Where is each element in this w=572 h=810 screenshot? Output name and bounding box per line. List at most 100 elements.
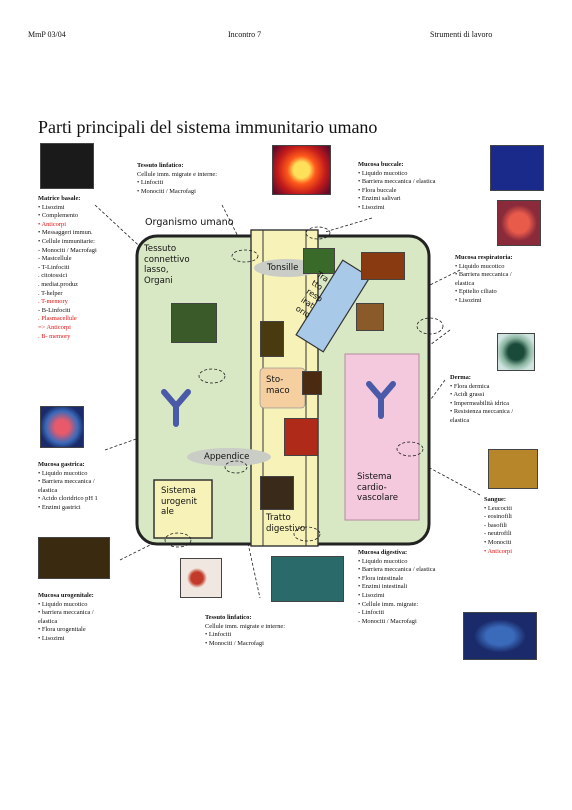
body-micrograph-3: [303, 248, 335, 274]
blood-micrograph: [488, 449, 538, 489]
block-item: • Enzimi intestinali: [358, 583, 408, 591]
tessuto-linfatico-bottom-block: Tessuto linfatico:Cellule imm. migrate e…: [205, 614, 285, 648]
block-item: • Lisozimi: [358, 203, 385, 211]
block-title: Matrice basale:: [38, 195, 81, 202]
block-item: - Mastcellule: [38, 255, 72, 263]
block-item: . B- memory: [38, 332, 71, 340]
block-item: • Complemento: [38, 212, 79, 220]
block-title: Mucosa buccale:: [358, 161, 404, 168]
block-item: • Acidi grassi: [450, 391, 485, 399]
body-micrograph-5: [356, 303, 384, 331]
block-item: • Monociti: [484, 538, 512, 546]
block-item: - Monociti / Macrofagi: [358, 617, 417, 625]
block-item: • Liquido mucotico: [38, 469, 88, 477]
block-item: • Flora intestinale: [358, 574, 404, 582]
stomaco-label: Sto-maco: [266, 375, 290, 396]
block-item: • Cellule immunitarie:: [38, 237, 95, 245]
body-micrograph-6: [302, 371, 322, 395]
block-item: • Lisozimi: [38, 634, 65, 642]
matrice-basale-block: Matrice basale:• Lisozimi• Complemento• …: [38, 195, 97, 341]
block-item: - B-Linfociti: [38, 306, 71, 314]
block-item: • Barriera meccanica / elastica: [358, 566, 436, 574]
lymph-tissue-micrograph: [272, 145, 331, 195]
block-item: • Enzimi gastrici: [38, 503, 81, 511]
block-item: • Liquido mucotico: [38, 600, 88, 608]
urogenital-micrograph: [38, 537, 110, 579]
block-item: • Liquido mucotico: [358, 169, 408, 177]
mucosa-digestiva-block: Mucosa digestiva:• Liquido mucotico• Bar…: [358, 549, 435, 626]
block-item: • Monociti / Macrofagi: [137, 187, 196, 195]
block-item: • Flora urogenitale: [38, 626, 86, 634]
block-item: . Plasmacellule: [38, 315, 77, 323]
block-item: • Anticorpi: [38, 220, 66, 228]
block-item: • Lisozimi: [38, 203, 65, 211]
block-item: • Flora dermica: [450, 382, 490, 390]
block-title: Mucosa digestiva:: [358, 549, 408, 556]
block-item: - basofili: [484, 521, 507, 529]
mucosa-respiratoria-block: Mucosa respiratoria:• Liquido mucotico• …: [455, 254, 513, 306]
block-title: Mucosa urogenitale:: [38, 592, 94, 599]
block-item: • Impermeabilità idrica: [450, 399, 510, 407]
respiratory-micrograph: [497, 200, 541, 246]
block-title: Derma:: [450, 374, 471, 381]
appendice-label: Appendice: [204, 452, 250, 462]
block-item: . mediat.produz: [38, 280, 78, 288]
block-item: • Barriera meccanica /: [455, 271, 512, 279]
block-item: • Liquido mucotico: [455, 262, 505, 270]
header-right: Strumenti di lavoro: [430, 30, 493, 39]
cell-micrograph-1: [180, 558, 222, 598]
block-title: Mucosa gastrica:: [38, 461, 85, 468]
block-item: • Monociti / Macrofagi: [205, 639, 264, 647]
block-item: • Lisozimi: [455, 296, 482, 304]
intestinal-micrograph: [271, 556, 344, 602]
block-item: => Anticorpi: [38, 323, 71, 331]
block-item: • Linfociti: [205, 631, 232, 639]
body-micrograph-2: [260, 321, 284, 357]
block-item: - eosinofili: [484, 513, 512, 521]
block-item: • Linfociti: [137, 179, 164, 187]
block-item: • Epitelio ciliato: [455, 288, 497, 296]
block-item: • Acido cloridrico pH 1: [38, 495, 98, 503]
mucosa-buccale-block: Mucosa buccale:• Liquido mucotico• Barri…: [358, 161, 435, 213]
body-micrograph-4: [361, 252, 405, 280]
block-title: Sangue:: [484, 496, 507, 503]
block-item: elastica: [38, 617, 58, 625]
sangue-block: Sangue:• Leucociti- eosinofili- basofili…: [484, 496, 512, 556]
block-title: Tessuto linfatico:: [205, 614, 252, 621]
block-item: • Anticorpi: [484, 547, 512, 555]
block-item: • Resistenza meccanica /: [450, 408, 514, 416]
block-item: . citotossici: [38, 272, 68, 280]
body-micrograph-8: [260, 476, 294, 510]
block-item: - Linfociti: [358, 609, 385, 617]
buccal-micrograph: [490, 145, 544, 191]
organismo-label: Organismo umano: [145, 217, 234, 228]
block-item: • Flora buccale: [358, 186, 397, 194]
block-item: • Leucociti: [484, 504, 512, 512]
block-item: • Barriera meccanica / elastica: [358, 178, 436, 186]
skin-micrograph: [497, 333, 535, 371]
block-item: • Lisozimi: [358, 591, 385, 599]
block-item: • barriera meccanica /: [38, 609, 94, 617]
block-item: Cellule imm. migrate e interne:: [137, 170, 218, 178]
block-title: Mucosa respiratoria:: [455, 254, 513, 261]
body-micrograph-7: [284, 418, 318, 456]
matrix-micrograph: [40, 143, 94, 189]
block-item: . T-helper: [38, 289, 63, 297]
block-title: Tessuto linfatico:: [137, 162, 184, 169]
block-item: • Barriera meccanica /: [38, 478, 95, 486]
bottom-right-micrograph: [463, 612, 537, 660]
block-item: • Enzimi salivari: [358, 195, 401, 203]
block-item: Cellule imm. migrate e interne:: [205, 622, 286, 630]
block-item: elastica: [450, 416, 470, 424]
block-item: elastica: [38, 486, 58, 494]
header-center: Incontro 7: [228, 30, 262, 39]
page-title: Parti principali del sistema immunitario…: [38, 117, 378, 137]
block-item: • Liquido mucotico: [358, 557, 408, 565]
body-micrograph-1: [171, 303, 217, 343]
derma-block: Derma:• Flora dermica• Acidi grassi• Imp…: [450, 374, 513, 426]
gastric-micrograph: [40, 406, 84, 448]
